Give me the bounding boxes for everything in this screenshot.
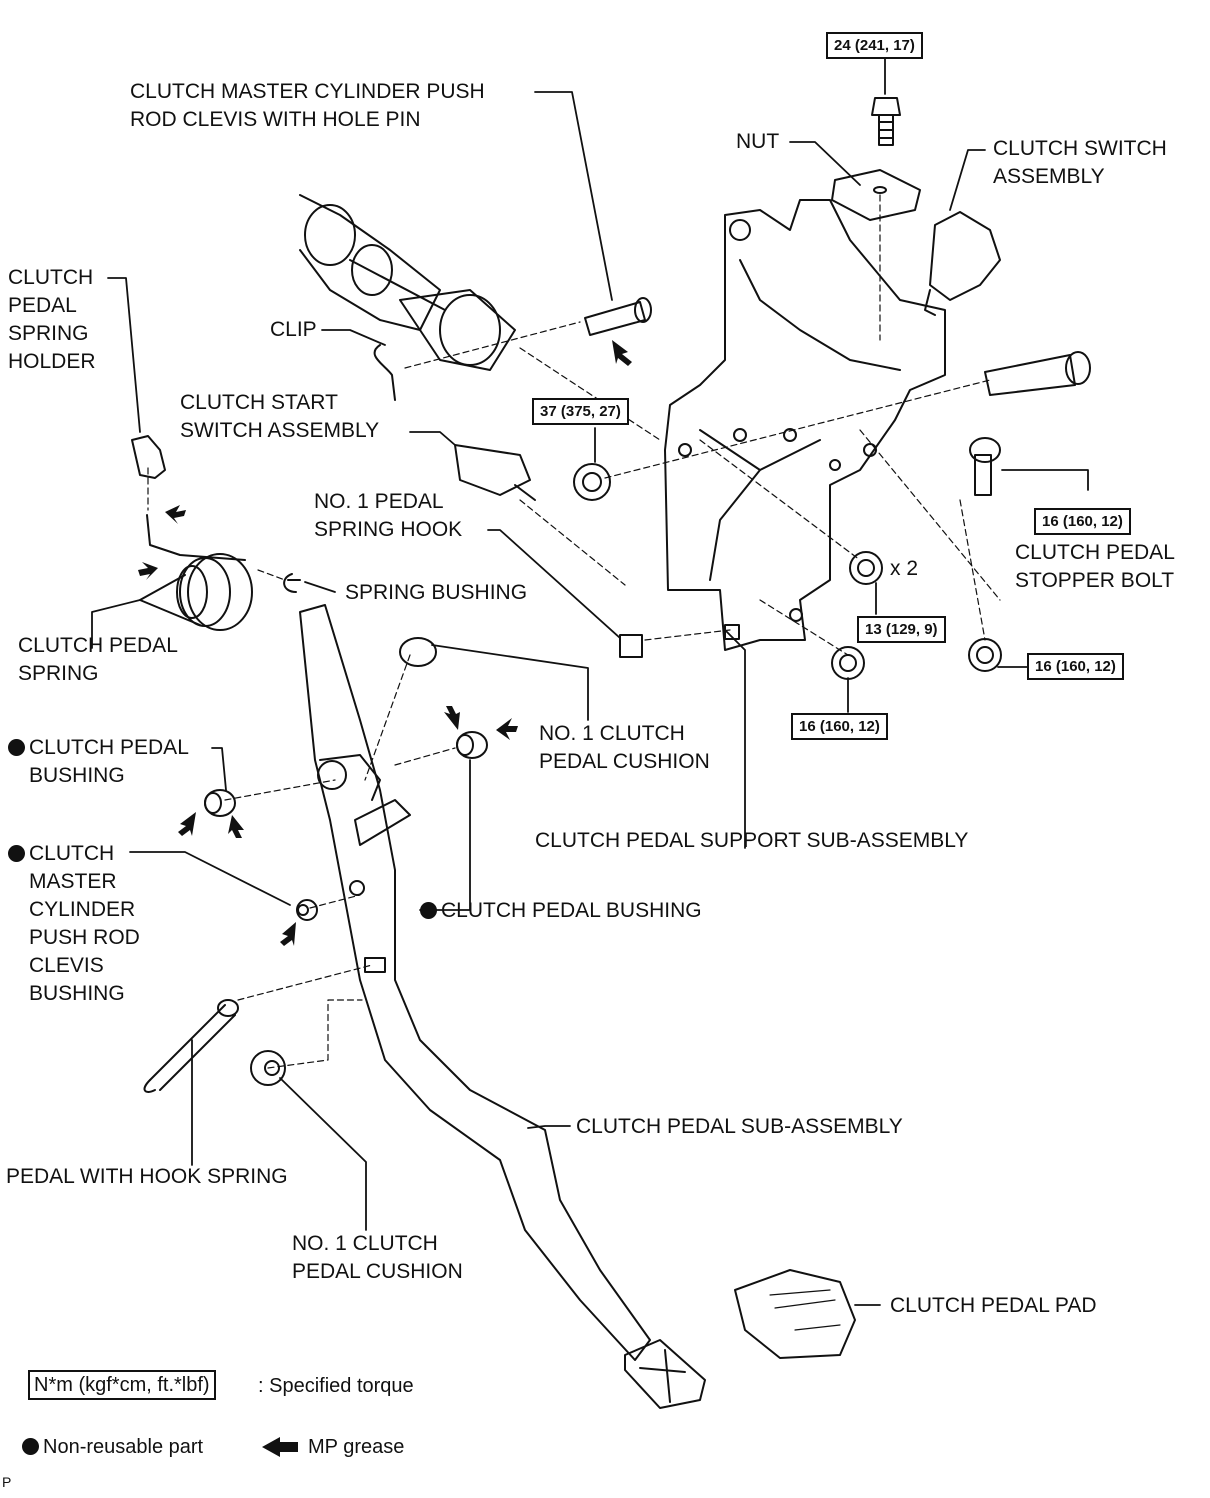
label-cushion-upper: NO. 1 CLUTCH PEDAL CUSHION	[539, 722, 710, 773]
master-cylinder-clevis-drawing	[299, 194, 516, 371]
top-bolt-drawing	[871, 97, 901, 146]
left-bushing-drawing	[204, 789, 236, 817]
right-bushing-drawing	[456, 731, 488, 759]
torque-nut-right: 16 (160, 12)	[1027, 653, 1124, 680]
spring-hook-drawing	[619, 634, 643, 658]
label-clevis-bushing: CLUTCH MASTER CYLINDER PUSH ROD CLEVIS B…	[8, 840, 140, 1008]
label-pedal-sub: CLUTCH PEDAL SUB-ASSEMBLY	[576, 1115, 903, 1138]
nut-left-drawing	[573, 463, 611, 501]
upper-cushion-drawing	[399, 637, 437, 667]
nut-drawing	[831, 169, 921, 221]
lower-cushion-drawing	[250, 1050, 286, 1086]
label-spring-bushing: SPRING BUSHING	[345, 581, 528, 604]
legend-non-reusable: Non-reusable part	[22, 1433, 203, 1461]
clevis-bushing-drawing	[296, 899, 318, 921]
grease-arrow-icon	[138, 562, 158, 580]
label-pedal-spring: CLUTCH PEDAL SPRING	[18, 634, 178, 685]
grease-arrow-icon	[612, 340, 632, 366]
label-clip: CLIP	[270, 318, 317, 341]
grease-arrow-icon	[178, 812, 196, 836]
clutch-switch-drawing	[924, 211, 1001, 316]
torque-stopper: 16 (160, 12)	[1034, 508, 1131, 535]
mount-bolt-drawing	[984, 351, 1091, 396]
torque-top-bolt: 24 (241, 17)	[826, 32, 923, 59]
clutch-pedal-pad-drawing	[734, 1269, 856, 1359]
clevis-pin-drawing	[584, 297, 652, 336]
label-nut: NUT	[736, 130, 780, 153]
nut-bottom-drawing	[831, 646, 865, 680]
page-mark: P	[2, 1474, 12, 1490]
clutch-pedal-spring-drawing	[139, 514, 253, 631]
clip-drawing	[373, 344, 396, 401]
nut-right-drawing	[968, 638, 1002, 672]
clutch-pedal-arm-drawing	[299, 604, 651, 1361]
label-stopper-bolt: CLUTCH PEDAL STOPPER BOLT	[1015, 541, 1175, 592]
label-start-switch: CLUTCH START SWITCH ASSEMBLY	[180, 391, 380, 442]
label-support: CLUTCH PEDAL SUPPORT SUB-ASSEMBLY	[535, 829, 969, 852]
pedal-support-drawing	[664, 199, 946, 651]
grease-arrow-icon	[165, 505, 186, 524]
legend-torque-unit: N*m (kgf*cm, ft.*lbf)	[28, 1370, 216, 1400]
legend-torque-desc: : Specified torque	[258, 1375, 414, 1397]
label-spring-holder: CLUTCH PEDAL SPRING HOLDER	[8, 266, 96, 373]
label-x2: x 2	[890, 557, 919, 580]
torque-nut-bottom: 16 (160, 12)	[791, 713, 888, 740]
grease-arrows	[138, 340, 632, 1457]
non-reusable-dot-icon	[8, 739, 25, 756]
non-reusable-dot-icon	[420, 902, 437, 919]
legend-grease: MP grease	[308, 1436, 405, 1458]
hook-spring-drawing	[143, 999, 239, 1093]
label-cushion-lower: NO. 1 CLUTCH PEDAL CUSHION	[292, 1232, 463, 1283]
label-spring-hook: NO. 1 PEDAL SPRING HOOK	[314, 490, 463, 541]
label-push-rod-pin: CLUTCH MASTER CYLINDER PUSH ROD CLEVIS W…	[130, 80, 485, 131]
grease-arrow-icon	[496, 718, 518, 740]
label-clutch-switch: CLUTCH SWITCH ASSEMBLY	[993, 137, 1167, 188]
label-pedal-bushing-left: CLUTCH PEDAL BUSHING	[8, 734, 189, 790]
nut-x2-drawing	[849, 551, 883, 585]
label-pedal-bushing-right: CLUTCH PEDAL BUSHING	[420, 897, 702, 925]
label-hook-spring: PEDAL WITH HOOK SPRING	[6, 1165, 288, 1188]
grease-arrow-icon	[228, 815, 244, 838]
legend-grease-arrow-icon	[262, 1437, 298, 1457]
start-switch-drawing	[454, 444, 536, 501]
pedal-end-pad-drawing	[624, 1339, 706, 1409]
stopper-bolt-drawing	[969, 437, 1001, 496]
spring-bushing-drawing	[283, 573, 301, 593]
torque-nuts-x2: 13 (129, 9)	[857, 616, 946, 643]
grease-arrow-icon	[444, 706, 460, 730]
label-pedal-pad: CLUTCH PEDAL PAD	[890, 1294, 1097, 1317]
non-reusable-dot-icon	[8, 845, 25, 862]
non-reusable-dot-icon	[22, 1438, 39, 1455]
grease-arrow-icon	[280, 922, 296, 946]
torque-nut-left: 37 (375, 27)	[532, 398, 629, 425]
spring-holder-drawing	[131, 435, 166, 479]
leader-lines	[91, 57, 1089, 1306]
assembly-lines	[147, 194, 1001, 1069]
